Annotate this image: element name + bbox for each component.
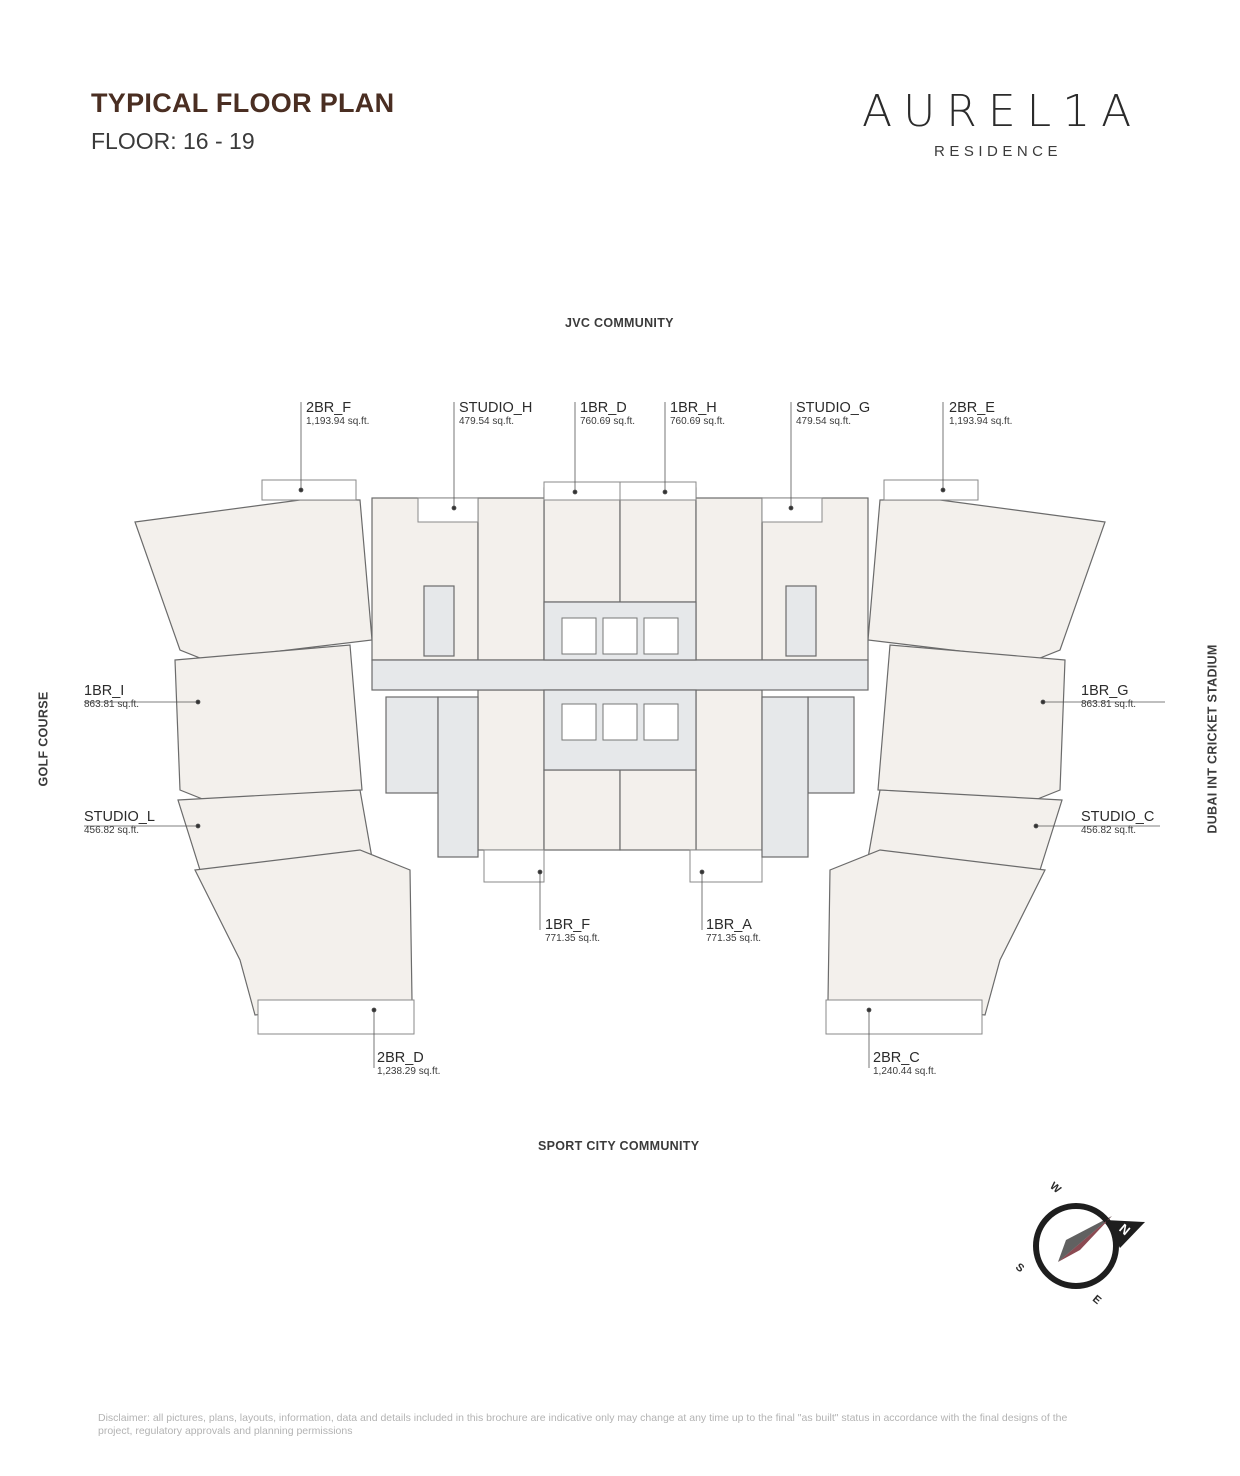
stair-right [807,696,855,794]
unit-1br-a-shape [695,689,763,851]
unit-area: 1,238.29 sq.ft. [377,1066,441,1077]
unit-area: 771.35 sq.ft. [545,933,601,944]
unit-2br-c-shape [827,849,1046,1016]
unit-2br-e-shape [867,499,1106,661]
compass-icon [1033,1203,1145,1289]
unit-area: 456.82 sq.ft. [84,825,140,836]
brand-logo: AUREL1A [862,86,1143,137]
unit-name: 1BR_A [706,917,752,933]
orientation-right: DUBAI INT CRICKET STADIUM [1205,644,1220,834]
stair-left [385,696,439,794]
unit-top-right-kitchen [695,497,763,661]
unit-1br-f-shape [477,689,545,851]
balcony-2br-c [825,999,983,1035]
balcony-2br-f [261,479,357,501]
orientation-bottom: SPORT CITY COMMUNITY [538,1139,700,1153]
unit-label-1br-a: 1BR_A 771.35 sq.ft. [706,917,761,944]
unit-label-studio-c: STUDIO_C 456.82 sq.ft. [1081,809,1154,836]
lift-top-2 [602,617,638,655]
balcony-1br-a [689,849,763,883]
lift-bottom-1 [561,703,597,741]
unit-2br-d-shape [194,849,413,1016]
balcony-1br-d [543,481,621,501]
unit-area: 1,193.94 sq.ft. [949,416,1013,427]
balcony-2br-d [257,999,415,1035]
lift-bottom-3 [643,703,679,741]
unit-label-studio-l: STUDIO_L 456.82 sq.ft. [84,809,155,836]
unit-area: 863.81 sq.ft. [84,699,140,710]
brand-tagline: RESIDENCE [934,143,1063,160]
unit-name: 2BR_F [306,400,352,416]
unit-area: 863.81 sq.ft. [1081,699,1137,710]
balcony-2br-e [883,479,979,501]
unit-name: 1BR_D [580,400,627,416]
lift-top-3 [643,617,679,655]
core-right [761,696,809,858]
unit-1br-g-shape [877,644,1066,801]
lift-bottom-2 [602,703,638,741]
unit-name: 1BR_G [1081,683,1129,699]
page-title: TYPICAL FLOOR PLAN [91,88,395,118]
balcony-1br-h [619,481,697,501]
unit-label-1br-i: 1BR_I 863.81 sq.ft. [84,683,139,710]
unit-name: 1BR_I [84,683,125,699]
lift-top-1 [561,617,597,655]
balcony-1br-f [483,849,545,883]
balcony-studio-h [417,497,479,523]
unit-label-studio-g: STUDIO_G 479.54 sq.ft. [796,400,870,427]
unit-label-2br-c: 2BR_C 1,240.44 sq.ft. [873,1050,936,1077]
core-left [437,696,479,858]
unit-label-1br-g: 1BR_G 863.81 sq.ft. [1081,683,1136,710]
unit-label-2br-d: 2BR_D 1,238.29 sq.ft. [377,1050,440,1077]
unit-bottom-right-bed [619,769,697,851]
unit-top-left-kitchen [477,497,545,661]
unit-name: 1BR_H [670,400,717,416]
unit-area: 479.54 sq.ft. [459,416,515,427]
unit-name: 2BR_D [377,1050,424,1066]
unit-name: STUDIO_C [1081,809,1155,825]
unit-area: 479.54 sq.ft. [796,416,852,427]
unit-area: 760.69 sq.ft. [670,416,726,427]
central-corridor [371,659,869,691]
orientation-left: GOLF COURSE [36,691,51,787]
unit-area: 760.69 sq.ft. [580,416,636,427]
unit-area: 771.35 sq.ft. [706,933,762,944]
unit-label-2br-f: 2BR_F 1,193.94 sq.ft. [306,400,369,427]
unit-name: STUDIO_L [84,809,155,825]
unit-label-1br-h: 1BR_H 760.69 sq.ft. [670,400,725,427]
unit-name: STUDIO_G [796,400,871,416]
unit-label-1br-d: 1BR_D 760.69 sq.ft. [580,400,635,427]
unit-1br-d-shape [543,487,621,603]
unit-label-2br-e: 2BR_E 1,193.94 sq.ft. [949,400,1012,427]
disclaimer-text: Disclaimer: all pictures, plans, layouts… [98,1412,1068,1437]
service-right [785,585,817,657]
service-left [423,585,455,657]
unit-name: 1BR_F [545,917,591,933]
unit-area: 456.82 sq.ft. [1081,825,1137,836]
unit-label-1br-f: 1BR_F 771.35 sq.ft. [545,917,600,944]
unit-name: 2BR_E [949,400,995,416]
unit-name: STUDIO_H [459,400,533,416]
unit-area: 1,193.94 sq.ft. [306,416,370,427]
floor-range: FLOOR: 16 - 19 [91,128,255,154]
unit-area: 1,240.44 sq.ft. [873,1066,937,1077]
unit-1br-h-shape [619,487,697,603]
unit-label-studio-h: STUDIO_H 479.54 sq.ft. [459,400,532,427]
unit-1br-i-shape [174,644,363,801]
unit-2br-f-shape [134,499,373,661]
unit-name: 2BR_C [873,1050,920,1066]
orientation-top: JVC COMMUNITY [565,316,674,330]
unit-bottom-left-bed [543,769,621,851]
